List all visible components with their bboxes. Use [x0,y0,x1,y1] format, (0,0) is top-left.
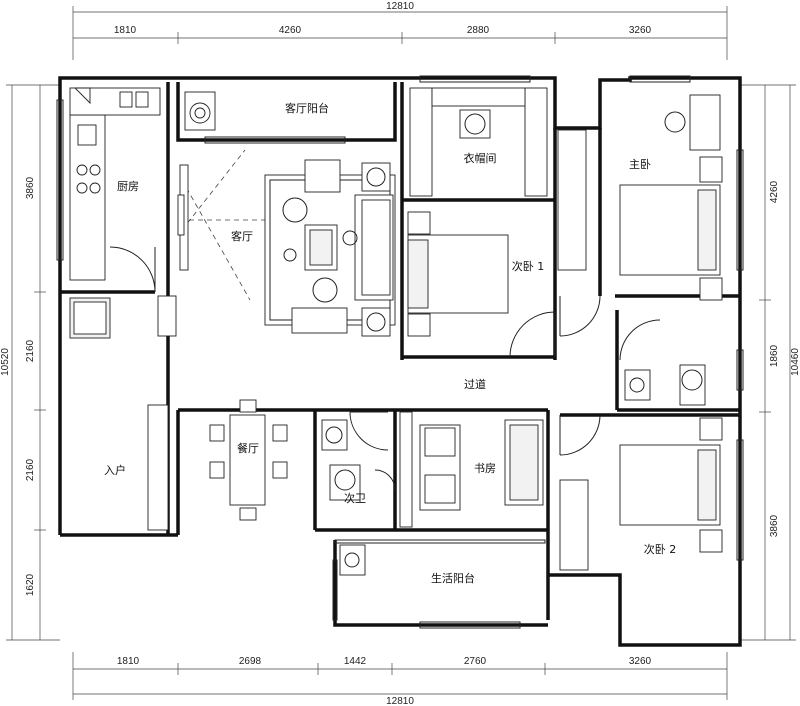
dimension-left: 10520 3860 2160 2160 1620 [0,84,60,641]
dim-left-seg-4: 1620 [25,573,36,596]
wardrobe-study [399,411,413,528]
washing-machine [184,91,216,131]
dim-left-seg-3: 2160 [25,458,36,481]
windows [56,75,744,629]
label-living-room: 客厅 [231,229,253,243]
tv-cabinet [177,164,189,271]
coffee-table [304,224,338,271]
dim-top-seg-2: 4260 [279,25,302,36]
dim-bottom-seg-5: 3260 [629,656,652,667]
bed-bedroom-2 [619,417,723,553]
flower-decor [282,197,358,303]
dimension-bottom: 1810 2698 1442 2760 3260 12810 [72,652,728,706]
label-dining-room: 餐厅 [237,441,259,455]
dim-left-total: 10520 [0,348,11,376]
dim-left-seg-2: 2160 [25,339,36,362]
label-second-bedroom-2: 次卧 2 [644,542,677,556]
service-balcony-washer [339,544,366,576]
dimension-top: 12810 1810 4260 2880 3260 [72,1,728,60]
dim-bottom-seg-4: 2760 [464,656,487,667]
kitchen-counter [69,87,161,281]
label-second-bedroom-1: 次卧 1 [512,259,545,273]
label-corridor: 过道 [464,377,486,391]
doors [109,246,661,491]
cloakroom-wardrobes [409,87,548,197]
dimension-right: 10460 4260 1860 3860 [740,84,800,641]
sofa [354,194,394,301]
wardrobe-bedroom-2 [559,479,589,571]
dim-right-seg-1: 4260 [769,180,780,203]
dim-bottom-seg-2: 2698 [239,656,262,667]
dashed-lines [180,149,265,301]
dim-bottom-total: 12810 [386,696,414,706]
entry-cabinet [147,404,169,531]
dim-top-total: 12810 [386,1,414,12]
dim-right-seg-3: 3860 [769,514,780,537]
label-second-bathroom: 次卫 [344,491,366,505]
bed-master [619,156,723,301]
dressing-table [664,94,721,151]
label-living-balcony: 客厅阳台 [285,101,329,115]
wardrobe-master [557,129,587,271]
room-labels: 客厅阳台 厨房 客厅 衣帽间 主卧 次卧 1 过道 餐厅 入户 次卫 书房 生活… [104,101,676,585]
study-furniture [419,419,544,511]
kitchen-cabinet [157,295,177,337]
label-cloakroom: 衣帽间 [464,151,497,165]
dining-table [209,399,288,521]
label-study: 书房 [474,462,496,475]
dim-right-seg-2: 1860 [769,344,780,367]
dim-right-total: 10460 [790,348,800,376]
master-bath-fixtures [624,364,706,406]
side-tables [361,162,391,337]
second-bath-fixtures [321,419,361,501]
label-master-bedroom: 主卧 [629,158,651,171]
label-entrance: 入户 [104,463,126,477]
dim-bottom-seg-1: 1810 [117,656,140,667]
label-kitchen: 厨房 [117,180,139,193]
dim-bottom-seg-3: 1442 [344,656,367,667]
dim-top-seg-1: 1810 [114,25,137,36]
armchairs [291,159,348,334]
fridge [69,297,111,339]
label-service-balcony: 生活阳台 [431,571,475,585]
bed-bedroom-1 [407,211,509,337]
dim-left-seg-1: 3860 [25,176,36,199]
dim-top-seg-4: 3260 [629,25,652,36]
dim-top-seg-3: 2880 [467,25,490,36]
